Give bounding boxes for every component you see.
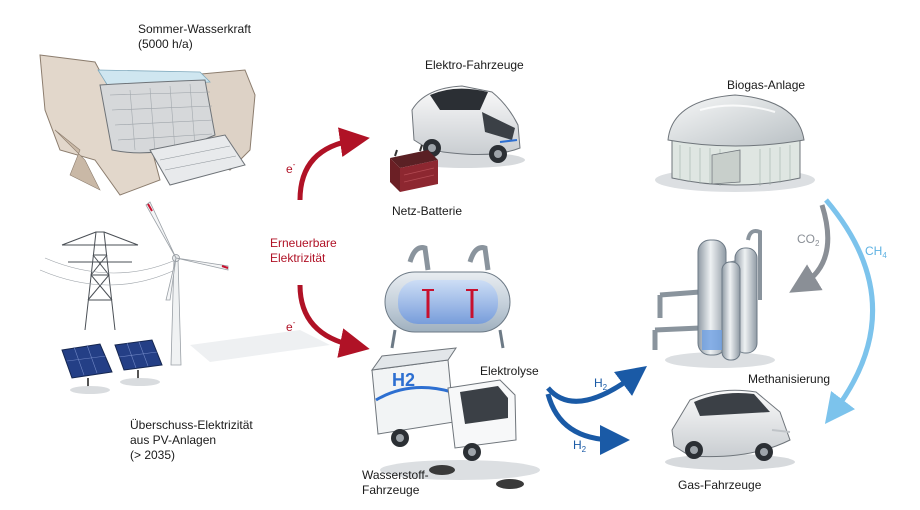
pv-label-line2: aus PV-Anlagen xyxy=(130,433,217,447)
methane-arrow xyxy=(824,198,875,424)
methanation-plant-illustration xyxy=(652,229,775,368)
methanation-label: Methanisierung xyxy=(748,372,831,386)
electrolyser-illustration xyxy=(384,245,511,349)
electrolysis-label: Elektrolyse xyxy=(480,364,539,378)
hydro-dam-illustration xyxy=(39,54,256,196)
hydrogen-arrow-up xyxy=(546,366,648,404)
electron-symbol-top: e- xyxy=(286,160,296,176)
grid-battery-label: Netz-Batterie xyxy=(392,204,463,218)
hydrogen-vehicle-illustration: H2 xyxy=(370,347,540,489)
renewable-label-line1: Erneuerbare xyxy=(270,236,337,250)
co2-symbol: CO2 xyxy=(797,232,820,248)
renewable-electricity-label: Erneuerbare Elektrizität xyxy=(270,236,337,266)
power-pylon-illustration xyxy=(39,231,181,331)
hydro-label-line1: Sommer-Wasserkraft xyxy=(138,22,251,36)
solar-panels-illustration xyxy=(61,339,163,394)
grid-battery-illustration xyxy=(390,144,438,192)
gas-car-illustration xyxy=(665,389,795,470)
hydrogen-arrow-down xyxy=(545,393,630,455)
hydro-label: Sommer-Wasserkraft (5000 h/a) xyxy=(138,22,251,52)
biogas-plant-illustration xyxy=(655,94,815,192)
electron-symbol-bottom: e- xyxy=(286,318,296,334)
h2-symbol-bottom: H2 xyxy=(573,438,587,454)
hydrogen-vehicles-line1: Wasserstoff- xyxy=(362,468,429,482)
co2-arrow xyxy=(789,204,831,293)
gas-vehicles-label: Gas-Fahrzeuge xyxy=(678,478,762,492)
hydrogen-vehicles-label: Wasserstoff- Fahrzeuge xyxy=(362,468,429,498)
hydro-label-line2: (5000 h/a) xyxy=(138,37,193,51)
electricity-arrow-up xyxy=(297,127,370,201)
hydrogen-vehicles-line2: Fahrzeuge xyxy=(362,483,420,497)
electricity-arrow-down xyxy=(297,284,370,358)
pv-label-line3: (> 2035) xyxy=(130,448,176,462)
pv-label: Überschuss-Elektrizität aus PV-Anlagen (… xyxy=(130,418,253,463)
wind-turbine-illustration xyxy=(145,201,330,366)
truck-h2-logo: H2 xyxy=(392,370,415,390)
renewable-label-line2: Elektrizität xyxy=(270,251,326,265)
biogas-plant-label: Biogas-Anlage xyxy=(727,78,806,92)
ch4-symbol: CH4 xyxy=(865,244,887,260)
pv-label-line1: Überschuss-Elektrizität xyxy=(130,418,253,432)
electric-vehicles-label: Elektro-Fahrzeuge xyxy=(425,58,524,72)
h2-symbol-top: H2 xyxy=(594,376,608,392)
